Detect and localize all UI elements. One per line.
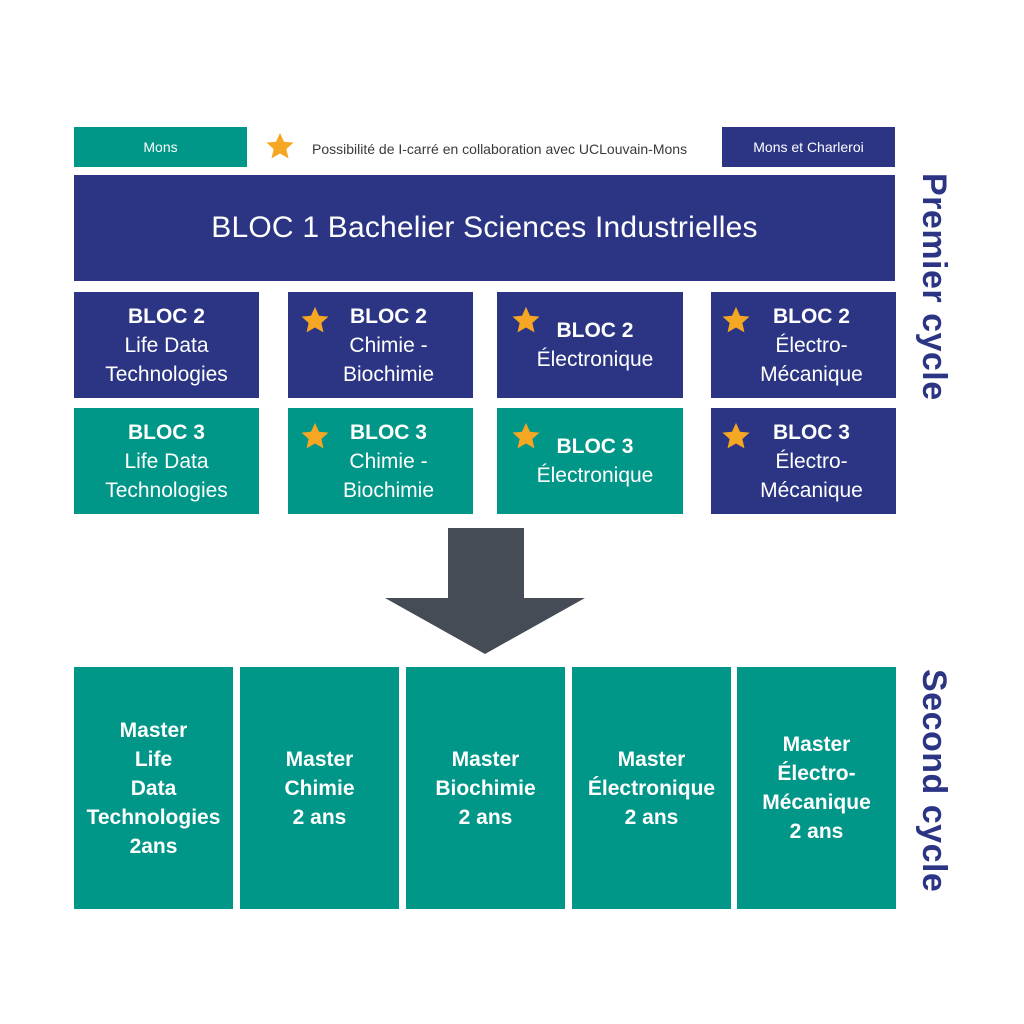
- legend-star-note: Possibilité de I-carré en collaboration …: [312, 141, 688, 157]
- cell-line: Chimie -: [349, 449, 428, 473]
- cell-line: Life Data: [124, 333, 209, 357]
- legend-mons-charleroi: Mons et Charleroi: [722, 127, 895, 167]
- second-cycle-label: Second cycle: [915, 669, 953, 893]
- cell-line: Électronique: [536, 464, 654, 487]
- star-icon: [511, 305, 541, 335]
- legend-mons-charleroi-label: Mons et Charleroi: [753, 139, 864, 155]
- cell-line: Technologies: [105, 478, 228, 502]
- master-line: 2ans: [129, 834, 178, 858]
- cell-title: BLOC 3: [556, 435, 634, 458]
- cell-title: BLOC 2: [772, 304, 850, 328]
- legend-mons-label: Mons: [143, 139, 178, 155]
- cell-line: Life Data: [124, 449, 209, 473]
- master-line: Master: [285, 747, 354, 771]
- master-line: Data: [130, 776, 177, 800]
- master-line: Biochimie: [435, 776, 536, 800]
- cell-line: Mécanique: [760, 362, 863, 386]
- master-line: 2 ans: [789, 820, 844, 843]
- bloc1-banner: BLOC 1 Bachelier Sciences Industrielles: [74, 175, 895, 281]
- cell-line: Biochimie: [342, 478, 435, 502]
- cell-title: BLOC 3: [349, 420, 427, 444]
- master-line: Mécanique: [762, 791, 871, 814]
- master-line: 2 ans: [458, 805, 513, 829]
- premier-cycle-label: Premier cycle: [915, 173, 953, 401]
- bloc1-label: BLOC 1 Bachelier Sciences Industrielles: [211, 211, 758, 244]
- master-line: Master: [451, 747, 520, 771]
- cell-line: Électro-: [775, 449, 848, 473]
- master-line: Chimie: [284, 776, 355, 800]
- bloc3-electromecanique: BLOC 3 Électro- Mécanique: [711, 408, 896, 514]
- master-chimie: Master Chimie 2 ans: [240, 667, 399, 909]
- star-icon: [721, 305, 751, 335]
- cell-line: Chimie -: [349, 333, 428, 357]
- bloc3-life-data: BLOC 3 Life Data Technologies: [74, 408, 259, 514]
- master-line: 2 ans: [292, 805, 347, 829]
- master-biochimie: Master Biochimie 2 ans: [406, 667, 565, 909]
- master-line: Électronique: [587, 776, 716, 800]
- master-line: Life: [134, 747, 173, 771]
- bloc2-electromecanique: BLOC 2 Électro- Mécanique: [711, 292, 896, 398]
- bloc2-life-data: BLOC 2 Life Data Technologies: [74, 292, 259, 398]
- cell-line: Biochimie: [342, 362, 435, 386]
- cell-title: BLOC 2: [349, 304, 427, 328]
- star-icon: [300, 421, 330, 451]
- master-line: Master: [782, 733, 851, 756]
- cell-line: Mécanique: [760, 478, 863, 502]
- cell-title: BLOC 2: [127, 304, 205, 328]
- cell-line: Technologies: [105, 362, 228, 386]
- star-icon: [511, 421, 541, 451]
- cell-title: BLOC 2: [556, 319, 634, 342]
- master-line: Technologies: [86, 805, 221, 829]
- bloc2-chimie: BLOC 2 Chimie - Biochimie: [288, 292, 473, 398]
- bloc3-electronique: BLOC 3 Électronique: [497, 408, 683, 514]
- down-arrow-icon: [385, 528, 585, 654]
- bloc2-electronique: BLOC 2 Électronique: [497, 292, 683, 398]
- star-icon: [721, 421, 751, 451]
- cell-line: Électro-: [775, 333, 848, 357]
- master-line: Électro-: [777, 762, 856, 785]
- master-line: Master: [617, 747, 686, 771]
- master-line: 2 ans: [624, 805, 679, 829]
- master-line: Master: [119, 718, 188, 742]
- legend-mons: Mons: [74, 127, 247, 167]
- master-electronique: Master Électronique 2 ans: [572, 667, 731, 909]
- master-life-data: Master Life Data Technologies 2ans: [74, 667, 233, 909]
- star-icon: [265, 131, 295, 161]
- bloc3-chimie: BLOC 3 Chimie - Biochimie: [288, 408, 473, 514]
- star-icon: [300, 305, 330, 335]
- cell-title: BLOC 3: [772, 420, 850, 444]
- cell-line: Électronique: [536, 348, 654, 371]
- master-electromecanique: Master Électro- Mécanique 2 ans: [737, 667, 896, 909]
- cell-title: BLOC 3: [127, 420, 205, 444]
